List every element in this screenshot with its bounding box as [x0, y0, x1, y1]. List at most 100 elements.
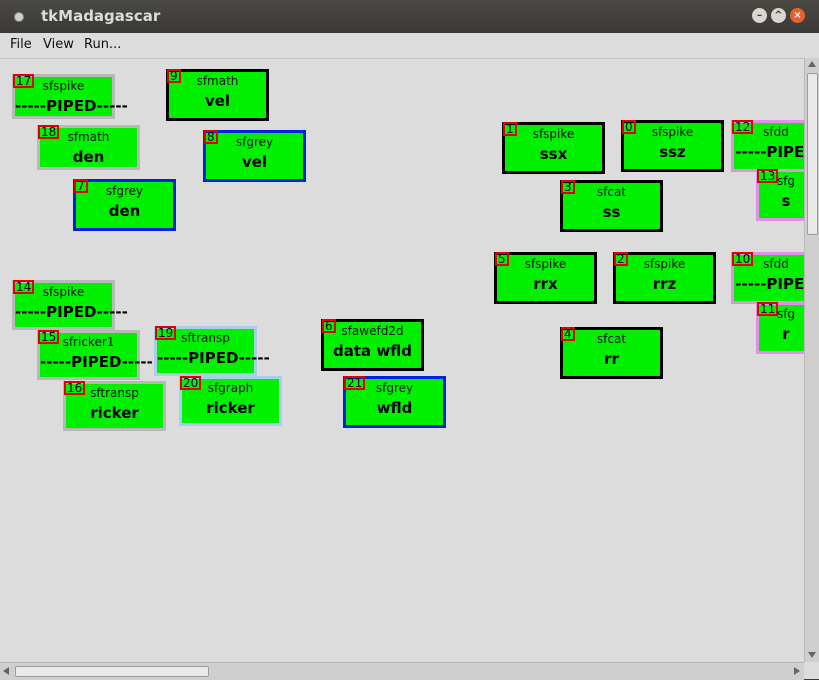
node-label: -----PIPED----- — [15, 97, 128, 115]
node-program: sfcat — [596, 185, 627, 199]
node-program: sfspike — [42, 285, 85, 299]
node-program: sfspike — [524, 257, 567, 271]
node-program: sfspike — [42, 79, 85, 93]
window-title: tkMadagascar — [41, 7, 161, 25]
node-label: -----PIPED — [735, 275, 804, 293]
flow-node-2[interactable]: 2 sfspike rrz — [613, 252, 716, 304]
flow-node-11[interactable]: 11 sfg r — [756, 302, 804, 354]
node-id: 1 — [503, 122, 517, 136]
node-program: sfawefd2d — [341, 324, 404, 338]
node-program: sfgrey — [375, 381, 414, 395]
node-label: -----PIPED — [735, 143, 804, 161]
node-label: vel — [241, 153, 268, 171]
flow-node-17[interactable]: 17 sfspike -----PIPED----- — [12, 74, 128, 119]
node-id: 8 — [204, 130, 218, 144]
close-button[interactable]: × — [790, 8, 805, 23]
node-program: sfspike — [643, 257, 686, 271]
node-label: rrz — [652, 275, 677, 293]
node-program: sfgraph — [207, 381, 254, 395]
horizontal-scrollbar[interactable] — [0, 662, 804, 680]
flow-node-9[interactable]: 9 sfmath vel — [166, 69, 269, 121]
scroll-left-arrow-icon[interactable] — [3, 667, 9, 675]
scroll-up-arrow-icon[interactable] — [808, 61, 816, 67]
title-bar[interactable]: tkMadagascar – ^ × — [0, 0, 819, 33]
flow-node-5[interactable]: 5 sfspike rrx — [494, 252, 597, 304]
vertical-scrollbar[interactable] — [804, 58, 819, 662]
node-id: 12 — [732, 120, 754, 134]
node-program: sfg — [776, 174, 796, 188]
node-id: 20 — [180, 376, 202, 390]
horizontal-scroll-thumb[interactable] — [15, 666, 209, 677]
node-program: sfgrey — [235, 135, 274, 149]
node-label: s — [781, 192, 791, 210]
node-label: wfld — [376, 399, 413, 417]
flow-node-6[interactable]: 6 sfawefd2d data wfld — [321, 319, 424, 371]
node-program: sfdd — [763, 125, 789, 139]
node-id: 7 — [74, 179, 88, 193]
flow-node-18[interactable]: 18 sfmath den — [37, 125, 140, 170]
node-id: 11 — [757, 302, 779, 316]
node-id: 17 — [13, 74, 35, 88]
node-id: 10 — [732, 252, 754, 266]
menu-bar: File View Run... — [0, 33, 819, 58]
node-id: 18 — [38, 125, 60, 139]
minimize-button[interactable]: – — [752, 8, 767, 23]
node-program: sfgrey — [105, 184, 144, 198]
flow-node-0[interactable]: 0 sfspike ssz — [621, 120, 724, 172]
node-label: ss — [602, 203, 621, 221]
maximize-button[interactable]: ^ — [771, 8, 786, 23]
node-label: ssz — [659, 143, 686, 161]
node-id: 0 — [622, 120, 636, 134]
menu-file[interactable]: File — [10, 37, 32, 52]
node-program: sfmath — [67, 130, 110, 144]
node-id: 16 — [64, 381, 86, 395]
node-label: -----PIPED----- — [157, 349, 270, 367]
node-id: 14 — [13, 280, 35, 294]
flow-canvas[interactable]: 17 sfspike -----PIPED----- 18 sfmath den… — [0, 58, 804, 663]
flow-node-16[interactable]: 16 sftransp ricker — [63, 381, 166, 431]
flow-node-20[interactable]: 20 sfgraph ricker — [179, 376, 282, 426]
flow-node-3[interactable]: 3 sfcat ss — [560, 180, 663, 232]
scroll-corner — [804, 662, 819, 679]
flow-node-13[interactable]: 13 sfg s — [756, 169, 804, 221]
flow-node-19[interactable]: 19 sftransp -----PIPED----- — [154, 326, 270, 376]
window-menu-icon[interactable] — [14, 12, 24, 22]
scroll-right-arrow-icon[interactable] — [794, 667, 800, 675]
node-id: 19 — [155, 326, 177, 340]
node-label: vel — [204, 92, 231, 110]
flow-node-21[interactable]: 21 sfgrey wfld — [343, 376, 446, 428]
node-label: den — [72, 148, 105, 166]
node-id: 5 — [495, 252, 509, 266]
node-id: 4 — [561, 327, 575, 341]
flow-node-14[interactable]: 14 sfspike -----PIPED----- — [12, 280, 128, 330]
flow-node-15[interactable]: 15 sfricker1 -----PIPED----- — [37, 330, 153, 380]
node-label: -----PIPED----- — [40, 353, 153, 371]
node-program: sfricker1 — [62, 335, 115, 349]
flow-node-8[interactable]: 8 sfgrey vel — [203, 130, 306, 182]
node-label: ricker — [90, 404, 139, 422]
node-id: 9 — [167, 69, 181, 83]
node-id: 6 — [322, 319, 336, 333]
node-label: ssx — [539, 145, 568, 163]
node-label: rrx — [533, 275, 558, 293]
menu-view[interactable]: View — [43, 37, 74, 52]
menu-run[interactable]: Run... — [84, 37, 122, 52]
node-program: sfspike — [532, 127, 575, 141]
scroll-down-arrow-icon[interactable] — [808, 652, 816, 658]
node-program: sftransp — [90, 386, 139, 400]
node-program: sfdd — [763, 257, 789, 271]
flow-node-12[interactable]: 12 sfdd -----PIPED — [731, 120, 804, 172]
flow-node-10[interactable]: 10 sfdd -----PIPED — [731, 252, 804, 304]
flow-node-4[interactable]: 4 sfcat rr — [560, 327, 663, 379]
flow-node-1[interactable]: 1 sfspike ssx — [502, 122, 605, 174]
node-program: sfmath — [196, 74, 239, 88]
node-id: 3 — [561, 180, 575, 194]
node-label: data wfld — [332, 342, 413, 360]
node-id: 15 — [38, 330, 60, 344]
node-label: -----PIPED----- — [15, 303, 128, 321]
vertical-scroll-thumb[interactable] — [807, 73, 818, 235]
node-id: 21 — [344, 376, 366, 390]
node-id: 2 — [614, 252, 628, 266]
flow-node-7[interactable]: 7 sfgrey den — [73, 179, 176, 231]
